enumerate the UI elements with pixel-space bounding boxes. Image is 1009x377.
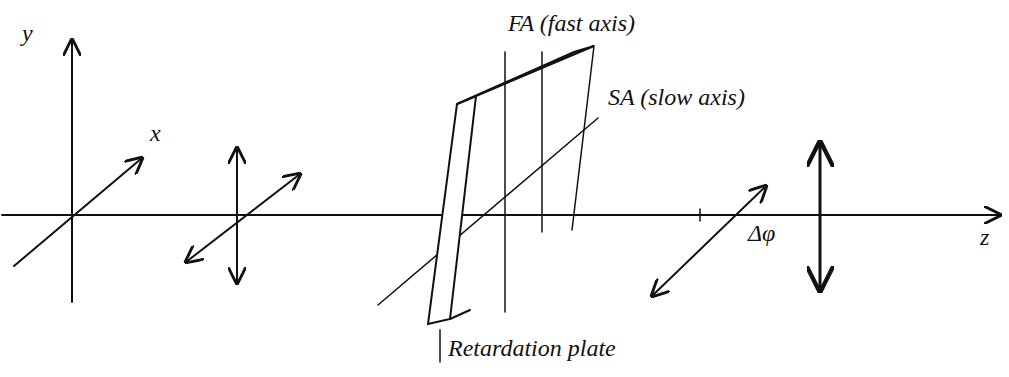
- z-axis: [2, 214, 1000, 216]
- fast-axis-line: [541, 52, 543, 232]
- axis-label: FA (fast axis): [506, 10, 637, 36]
- plate-front-face: [428, 96, 476, 324]
- fast-axis-line: [504, 52, 506, 312]
- polarization-arrow: [186, 174, 300, 262]
- phase-tick: [699, 209, 701, 221]
- axis-label: SA (slow axis): [606, 84, 747, 110]
- phase-label: Δφ: [746, 220, 777, 246]
- y-axis: [71, 40, 73, 302]
- axis-label: y: [20, 20, 35, 46]
- plate-top-face: [457, 46, 594, 104]
- leader-line: [439, 330, 441, 362]
- polarization-arrow: [236, 148, 238, 283]
- polarization-arrow: [819, 143, 822, 290]
- axis-label: x: [148, 120, 163, 146]
- x-axis: [14, 158, 142, 266]
- axis-label: z: [978, 224, 991, 250]
- part-label: Retardation plate: [446, 335, 618, 361]
- plate-edge: [450, 310, 470, 319]
- plate-back-edge: [572, 46, 594, 230]
- slow-axis-line: [378, 118, 598, 305]
